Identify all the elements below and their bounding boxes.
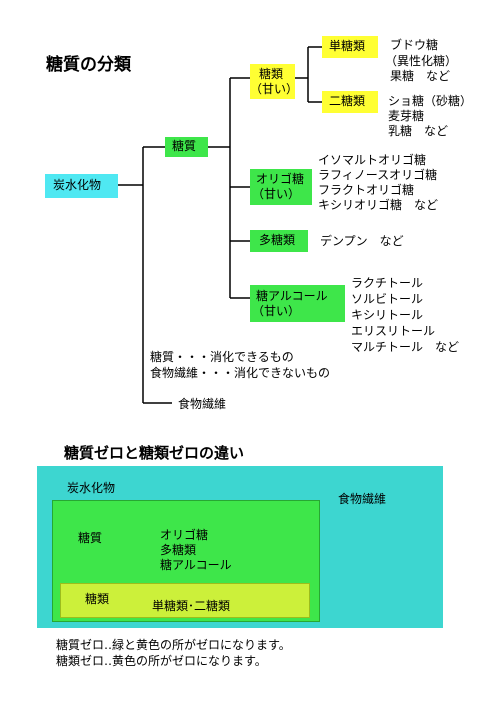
di-example-3: 乳糖 など — [388, 124, 449, 138]
note-sugar-zero: 糖質ゼロ‥緑と黄色の所がゼロになります。 — [56, 638, 291, 652]
sugars-region — [60, 583, 310, 618]
node-oligo-label: オリゴ糖 — [256, 172, 305, 186]
alcohol-example-4: エリスリトール — [351, 324, 436, 338]
oligo-example-1: イソマルトオリゴ糖 — [318, 153, 427, 167]
mono-example-1: ブドウ糖 — [390, 38, 439, 52]
node-polysaccharides: 多糖類 — [250, 230, 308, 252]
comparison-title: 糖質ゼロと糖類ゼロの違い — [64, 444, 245, 462]
oligo-example-3: フラクトオリゴ糖 — [318, 183, 415, 197]
sugar-content-region-label: 糖質 — [78, 531, 103, 545]
alcohol-example-3: キシリトール — [351, 308, 424, 322]
green-item-3: 糖アルコール — [160, 558, 232, 572]
page-title: 糖質の分類 — [46, 55, 131, 75]
definition-sugar: 糖質・・・消化できるもの — [150, 350, 294, 364]
alcohol-example-5: マルチトール など — [351, 340, 460, 354]
node-monosaccharides: 単糖類 — [322, 36, 378, 58]
node-oligo-note: （甘い） — [252, 187, 301, 201]
node-sugar-alcohol-note: （甘い） — [252, 304, 301, 318]
node-sugar-alcohol-label: 糖アルコール — [256, 289, 328, 303]
node-oligosaccharides: オリゴ糖 （甘い） — [250, 169, 312, 205]
note-sugars-zero: 糖類ゼロ‥黄色の所がゼロになります。 — [56, 654, 267, 668]
oligo-example-4: キシリオリゴ糖 など — [318, 198, 439, 212]
oligo-example-2: ラフィノースオリゴ糖 — [318, 168, 438, 182]
node-carbohydrate: 炭水化物 — [45, 174, 118, 198]
carbohydrate-region-label: 炭水化物 — [67, 481, 116, 495]
node-sugar-content: 糖質 — [165, 137, 208, 157]
mono-example-2: （異性化糖） — [385, 54, 458, 68]
fiber-region-label: 食物繊維 — [338, 492, 387, 506]
node-sugars-note: （甘い） — [250, 82, 299, 96]
green-item-2: 多糖類 — [160, 543, 197, 557]
sugars-region-items: 単糖類･二糖類 — [152, 599, 231, 613]
node-sugar-alcohol: 糖アルコール （甘い） — [250, 285, 345, 322]
alcohol-example-1: ラクチトール — [351, 276, 424, 290]
green-item-1: オリゴ糖 — [160, 528, 209, 542]
alcohol-example-2: ソルビトール — [351, 292, 424, 306]
di-example-1: ショ糖（砂糖） — [388, 94, 473, 108]
di-example-2: 麦芽糖 — [388, 109, 425, 123]
node-dietary-fiber: 食物繊維 — [178, 397, 227, 411]
node-disaccharides: 二糖類 — [322, 91, 378, 113]
node-sugars-label: 糖類 — [259, 67, 284, 81]
node-sugars: 糖類 （甘い） — [250, 64, 299, 99]
sugars-region-label: 糖類 — [85, 592, 110, 606]
definition-fiber: 食物繊維・・・消化できないもの — [150, 366, 331, 380]
mono-example-3: 果糖 など — [390, 69, 451, 83]
poly-example: デンプン など — [320, 234, 404, 248]
